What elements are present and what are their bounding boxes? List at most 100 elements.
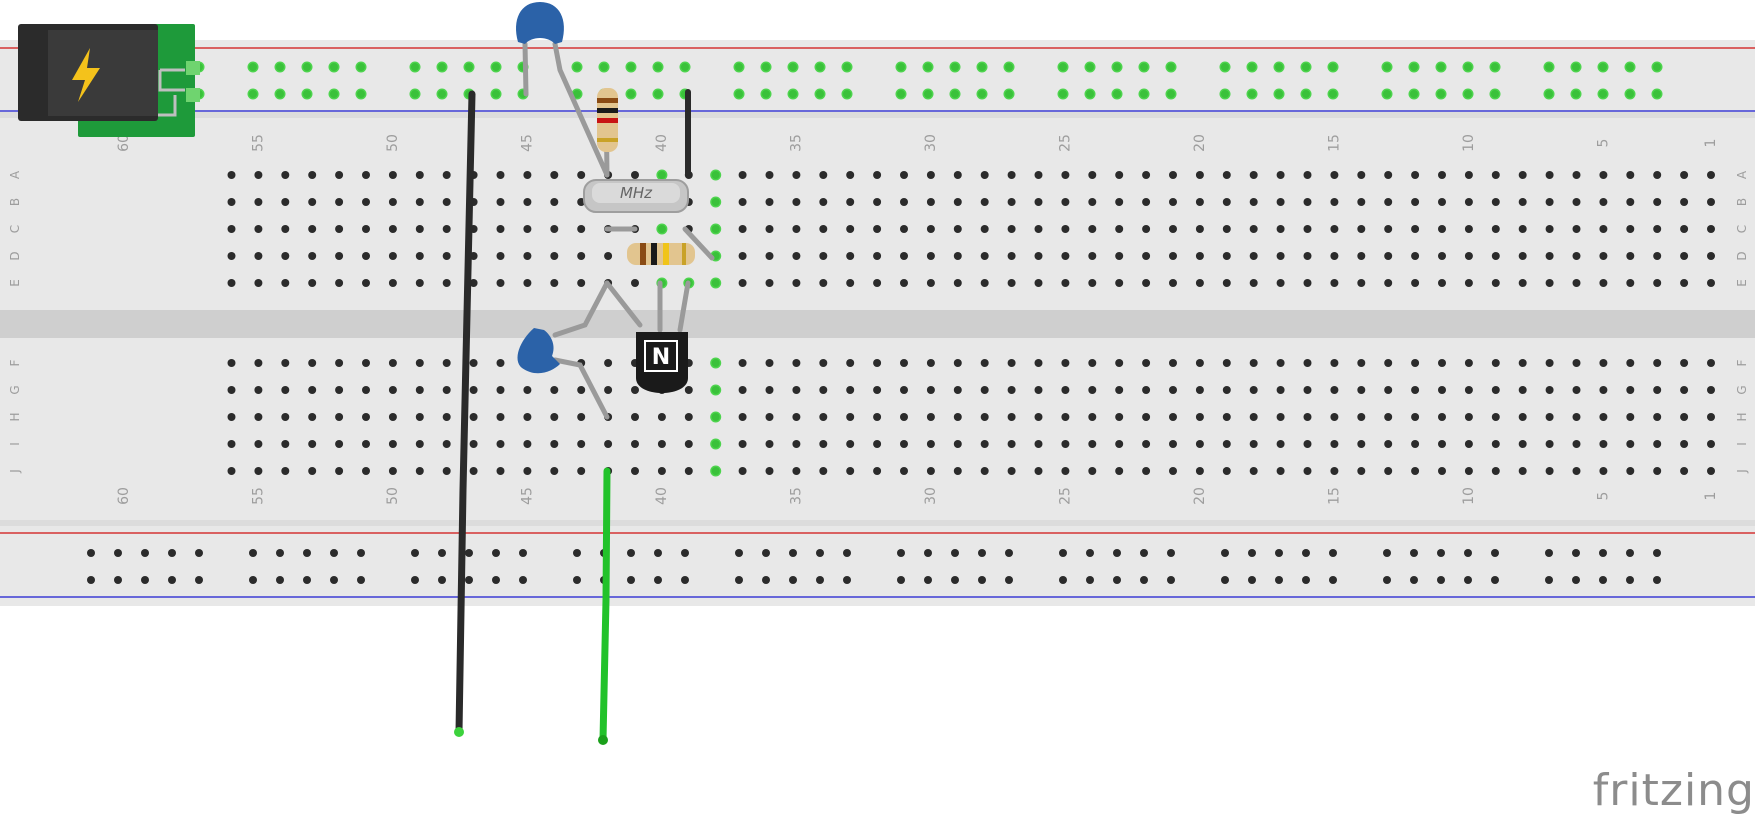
terminal-hole bbox=[1357, 252, 1366, 260]
terminal-hole bbox=[254, 440, 263, 448]
terminal-hole bbox=[577, 386, 586, 394]
row-label-left: I bbox=[8, 442, 22, 446]
terminal-hole bbox=[415, 171, 424, 179]
connected-hole bbox=[1435, 61, 1447, 73]
terminal-hole bbox=[1088, 198, 1097, 206]
ceramic-capacitor-bottom bbox=[517, 328, 560, 374]
rail-hole bbox=[1248, 576, 1256, 584]
terminal-hole bbox=[254, 198, 263, 206]
terminal-hole bbox=[1464, 171, 1473, 179]
terminal-hole bbox=[1142, 279, 1151, 287]
terminal-hole bbox=[254, 225, 263, 233]
terminal-hole bbox=[1222, 440, 1231, 448]
connected-hole bbox=[490, 61, 502, 73]
terminal-hole bbox=[1007, 467, 1016, 475]
terminal-hole bbox=[1680, 467, 1689, 475]
terminal-hole bbox=[1545, 413, 1554, 421]
rail-hole bbox=[1599, 549, 1607, 557]
terminal-hole bbox=[980, 440, 989, 448]
terminal-hole bbox=[362, 225, 370, 233]
rail-hole bbox=[816, 576, 824, 584]
terminal-hole bbox=[1276, 171, 1285, 179]
terminal-hole bbox=[469, 386, 478, 394]
terminal-hole bbox=[846, 359, 855, 367]
terminal-hole bbox=[523, 171, 532, 179]
terminal-hole bbox=[523, 386, 532, 394]
connected-hole bbox=[1003, 88, 1015, 100]
terminal-hole bbox=[415, 252, 424, 260]
terminal-hole bbox=[1142, 225, 1151, 233]
connected-hole bbox=[652, 88, 664, 100]
terminal-hole bbox=[1330, 413, 1339, 421]
terminal-hole bbox=[1195, 171, 1204, 179]
column-label-bottom: 15 bbox=[1326, 487, 1342, 505]
terminal-hole bbox=[873, 467, 882, 475]
connected-hole bbox=[274, 61, 286, 73]
terminal-hole bbox=[1034, 225, 1043, 233]
terminal-hole bbox=[765, 198, 774, 206]
rail-hole bbox=[1626, 549, 1634, 557]
terminal-hole bbox=[362, 359, 370, 367]
rail-hole bbox=[519, 549, 527, 557]
connected-hole bbox=[598, 61, 610, 73]
terminal-hole bbox=[335, 171, 344, 179]
crystal-top bbox=[592, 183, 680, 203]
terminal-hole bbox=[980, 225, 989, 233]
rail-hole bbox=[978, 576, 986, 584]
terminal-hole bbox=[1195, 440, 1204, 448]
connected-hole bbox=[1381, 88, 1393, 100]
terminal-hole bbox=[442, 198, 451, 206]
terminal-hole bbox=[1034, 467, 1043, 475]
connected-hole bbox=[1408, 88, 1420, 100]
terminal-hole bbox=[388, 413, 397, 421]
terminal-hole bbox=[1599, 386, 1608, 394]
terminal-hole bbox=[254, 386, 263, 394]
transistor-badge bbox=[644, 340, 678, 372]
terminal-hole bbox=[738, 198, 747, 206]
rail-hole bbox=[762, 549, 770, 557]
terminal-hole bbox=[1276, 467, 1285, 475]
terminal-hole bbox=[308, 279, 317, 287]
terminal-hole bbox=[1384, 225, 1393, 233]
terminal-hole bbox=[1115, 440, 1124, 448]
row-label-left: E bbox=[8, 279, 22, 287]
connected-hole bbox=[247, 88, 259, 100]
terminal-hole bbox=[281, 252, 290, 260]
terminal-hole bbox=[227, 198, 236, 206]
connected-hole bbox=[1138, 61, 1150, 73]
connected-hole bbox=[679, 61, 691, 73]
terminal-hole bbox=[281, 359, 290, 367]
rail-hole bbox=[1059, 576, 1067, 584]
rail-divider-bottom bbox=[0, 520, 1755, 526]
terminal-hole bbox=[1276, 386, 1285, 394]
rail-hole bbox=[141, 549, 149, 557]
terminal-hole bbox=[1330, 359, 1339, 367]
connected-hole bbox=[355, 88, 367, 100]
terminal-hole bbox=[388, 252, 397, 260]
terminal-hole bbox=[1545, 359, 1554, 367]
terminal-hole bbox=[1249, 198, 1258, 206]
terminal-hole bbox=[442, 467, 451, 475]
terminal-hole bbox=[577, 279, 586, 287]
terminal-hole bbox=[1007, 386, 1016, 394]
connected-hole bbox=[301, 88, 313, 100]
terminal-hole bbox=[442, 171, 451, 179]
terminal-hole bbox=[1142, 440, 1151, 448]
terminal-hole bbox=[281, 467, 290, 475]
terminal-hole bbox=[792, 386, 801, 394]
rail-hole bbox=[735, 549, 743, 557]
rail-hole bbox=[303, 549, 311, 557]
terminal-hole bbox=[873, 252, 882, 260]
lead bbox=[552, 41, 610, 178]
black-wire-ground bbox=[455, 90, 476, 736]
terminal-hole bbox=[1169, 225, 1177, 233]
column-label-top: 30 bbox=[923, 134, 939, 152]
terminal-hole bbox=[496, 225, 505, 233]
row-label-left: B bbox=[8, 198, 22, 206]
rail-hole bbox=[1437, 549, 1445, 557]
connected-hole bbox=[1219, 88, 1231, 100]
terminal-hole bbox=[1357, 198, 1366, 206]
terminal-hole bbox=[765, 252, 774, 260]
terminal-hole bbox=[1061, 225, 1070, 233]
rail-hole bbox=[897, 576, 905, 584]
